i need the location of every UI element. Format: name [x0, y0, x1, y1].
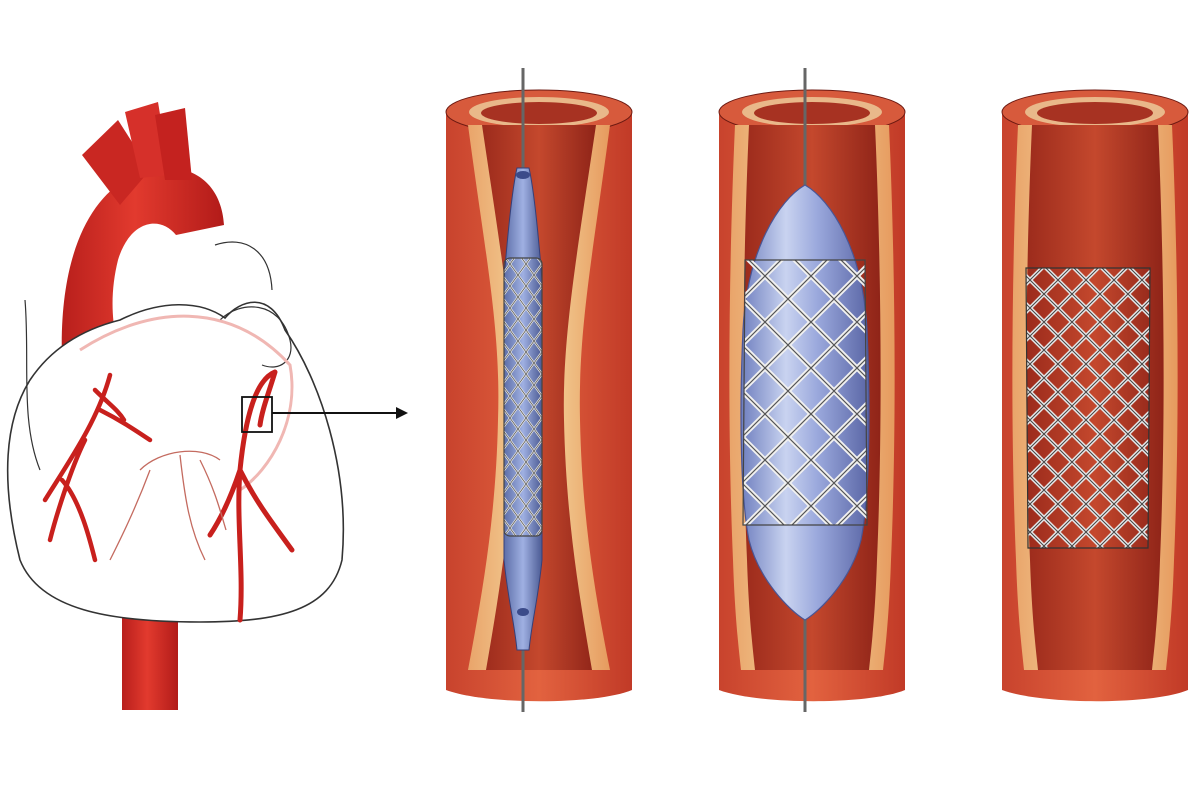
right-coronary-artery — [42, 372, 153, 563]
expanded-stent — [742, 259, 868, 526]
detail-box — [241, 396, 273, 433]
heart-illustration — [6, 102, 345, 710]
cardiac-veins — [109, 450, 227, 561]
artery-panel-stage-3 — [1001, 89, 1189, 702]
brachiocephalic-artery — [82, 120, 150, 205]
deployed-stent — [1025, 267, 1151, 549]
crimped-stent — [503, 257, 543, 537]
artery-panel-stage-1 — [445, 68, 633, 712]
arrow-right-icon — [272, 407, 408, 419]
subclavian-artery — [155, 108, 192, 180]
heart-outline — [6, 301, 345, 623]
artery-panel-stage-2 — [718, 68, 906, 712]
left-coronary-artery — [207, 369, 295, 623]
aortic-arch — [61, 167, 224, 372]
